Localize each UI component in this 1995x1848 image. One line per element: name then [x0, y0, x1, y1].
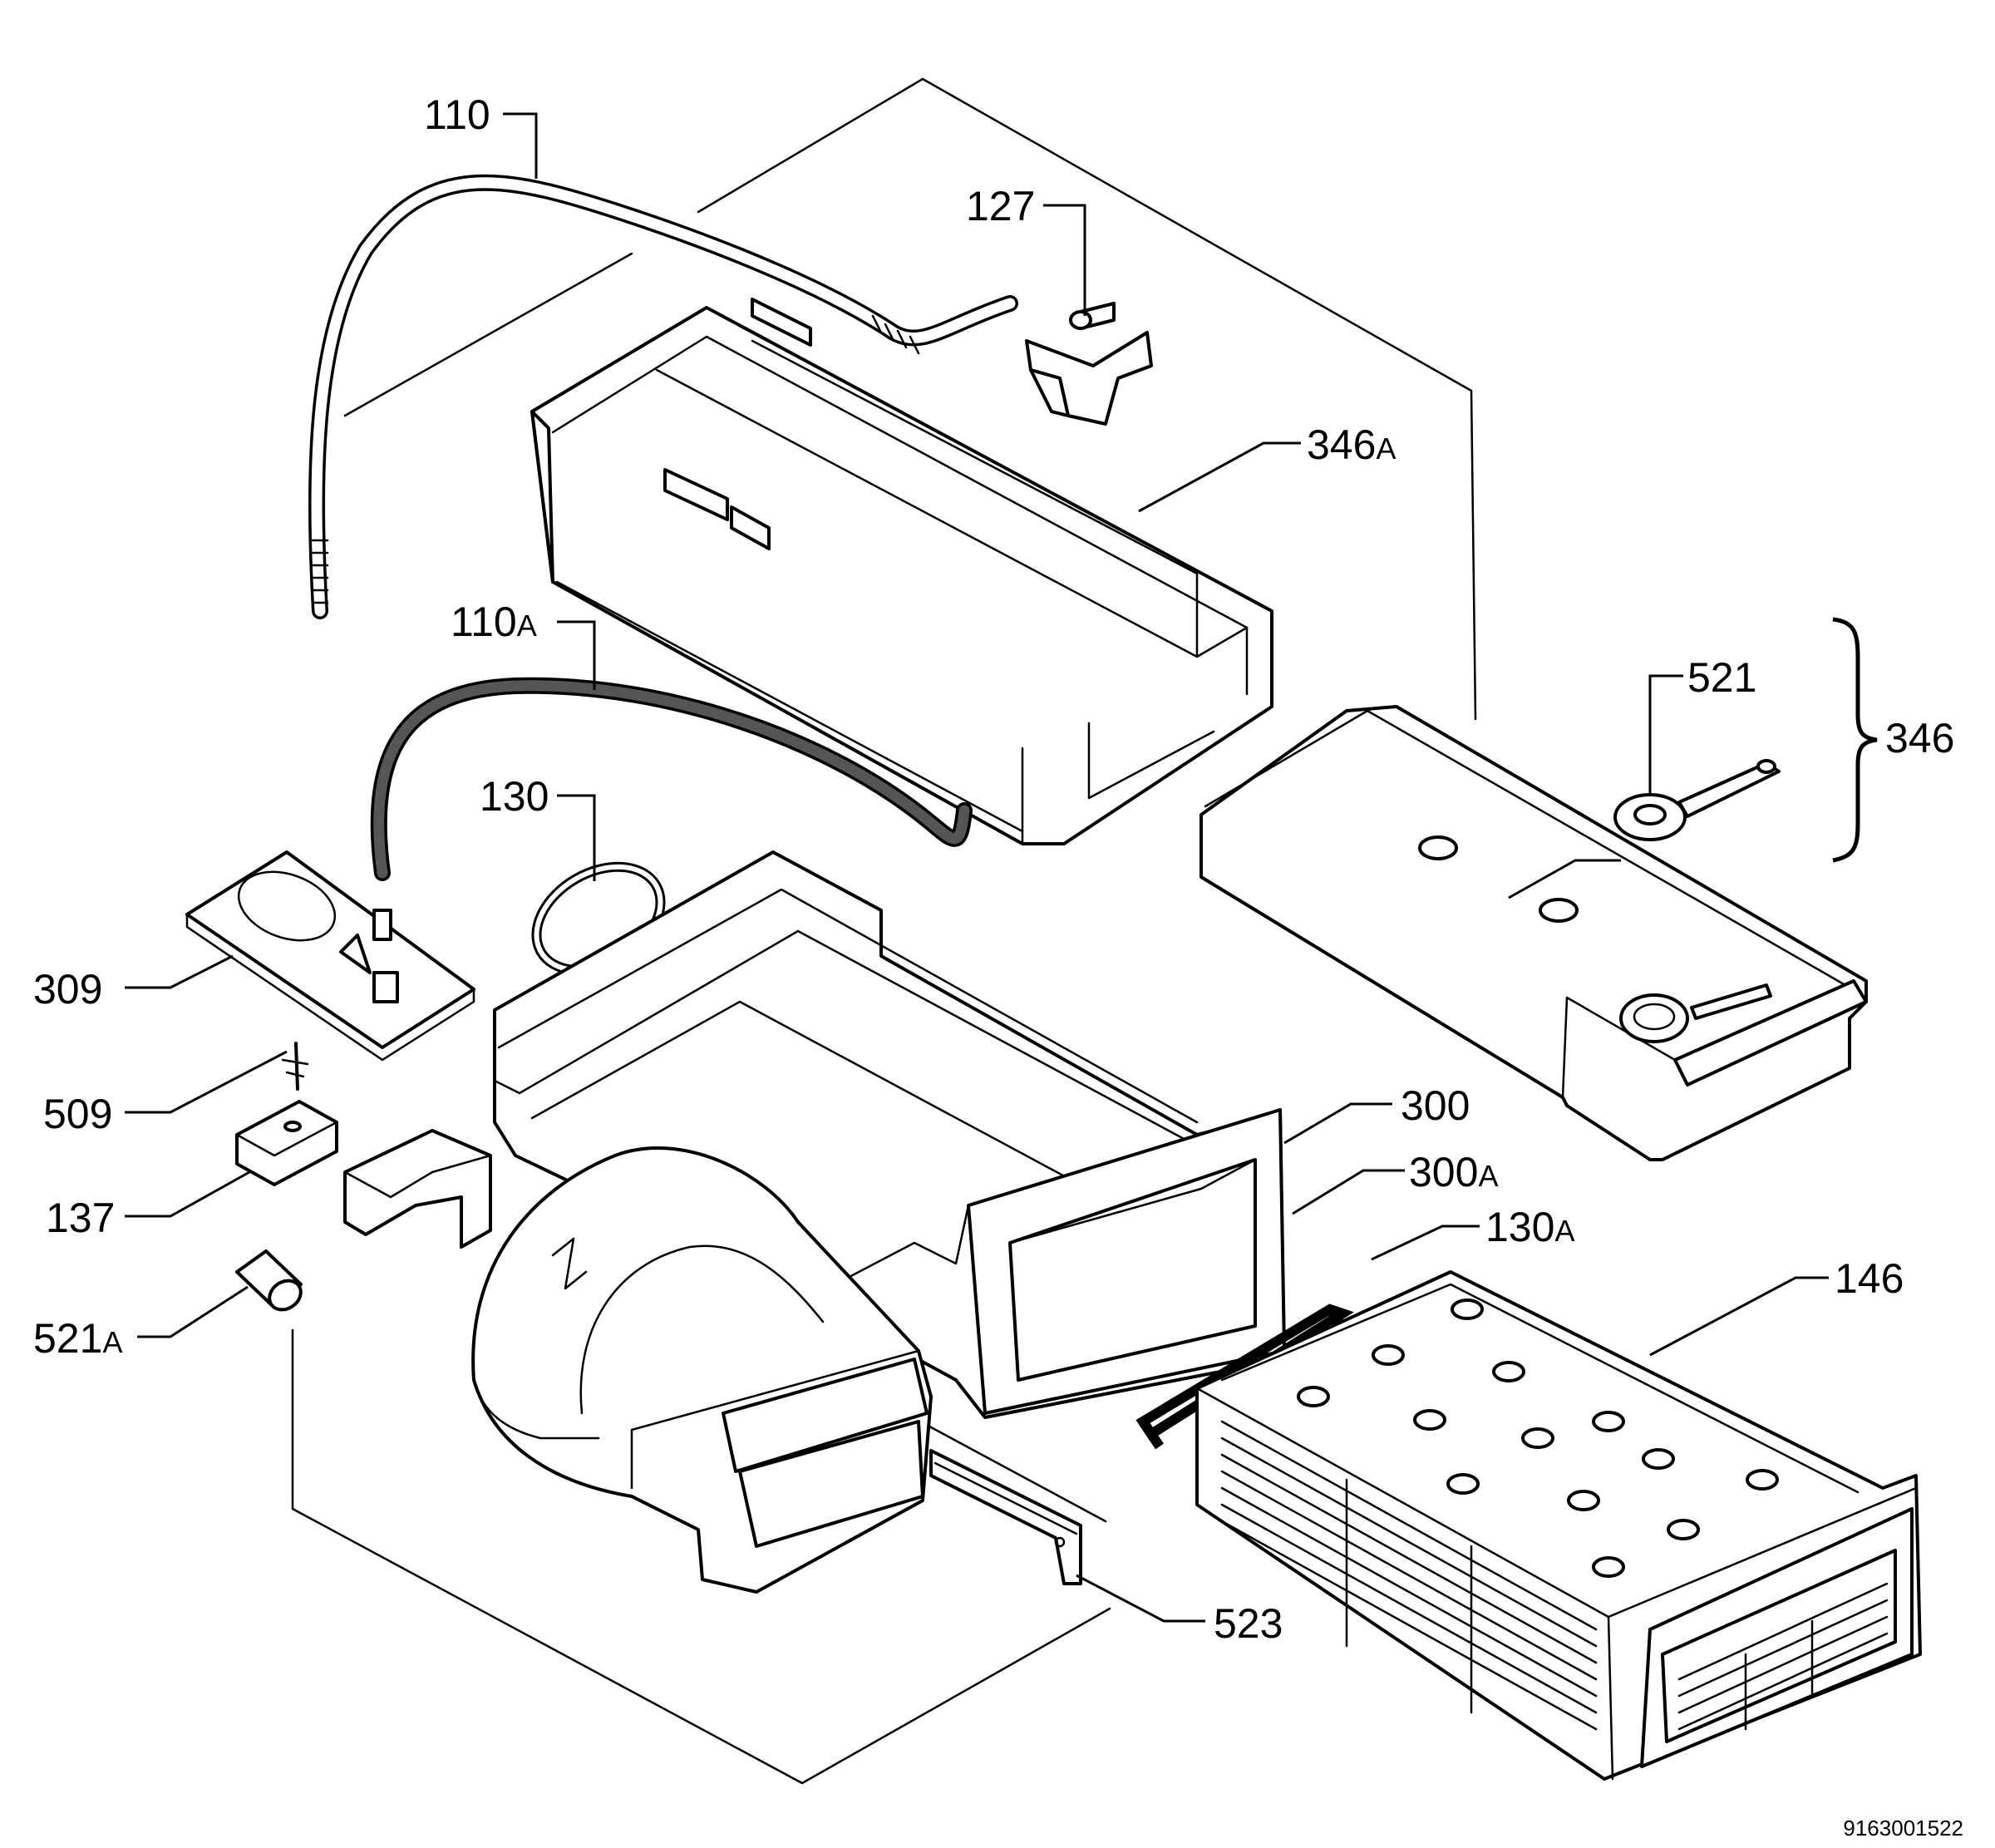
leader-lines [125, 112, 1829, 1623]
part-fan-housing [471, 1146, 933, 1594]
part-523-rail [929, 1449, 1082, 1585]
condenser-grille-left [1220, 1420, 1598, 1731]
part-521-cap [1613, 759, 1781, 841]
label-509: 509 [43, 1091, 112, 1137]
label-521: 521 [1687, 654, 1756, 701]
condenser-grille-right [1677, 1582, 1889, 1731]
callout-labels: 110 127 346A 110A 521 346 130 309 509 30… [33, 91, 1954, 1647]
label-130: 130 [480, 773, 549, 820]
label-300: 300 [1401, 1082, 1470, 1129]
label-523: 523 [1214, 1600, 1283, 1647]
part-509-pin [281, 1042, 309, 1091]
part-521a-sleeve [235, 1249, 303, 1312]
label-130a: 130A [1485, 1204, 1574, 1250]
part-110-drain-hose [308, 174, 1018, 619]
label-146: 146 [1835, 1255, 1904, 1302]
label-346: 346 [1885, 715, 1954, 761]
part-346-water-container [1199, 705, 1868, 1161]
part-346a-upper-tray [530, 298, 1273, 845]
part-146-condenser [1195, 1270, 1922, 1781]
label-110: 110 [424, 91, 490, 138]
label-127: 127 [966, 183, 1035, 229]
part-309-pump-housing [185, 850, 475, 1062]
part-300-duct-housing [343, 850, 1286, 1419]
label-137: 137 [46, 1195, 115, 1241]
label-521a: 521A [33, 1315, 122, 1362]
part-127-bracket [1025, 302, 1153, 426]
label-309: 309 [33, 966, 102, 1013]
label-110a: 110A [451, 599, 537, 645]
condenser-holes [1297, 1299, 1779, 1578]
document-number: 9163001522 [1843, 1816, 1963, 1841]
bracket-346-group [1832, 617, 1878, 863]
label-346a: 346A [1307, 421, 1396, 468]
assembly-frame-upper [343, 77, 1477, 721]
part-137-block [235, 1100, 338, 1186]
label-300a: 300A [1409, 1149, 1498, 1195]
part-110a-hose [370, 677, 973, 881]
